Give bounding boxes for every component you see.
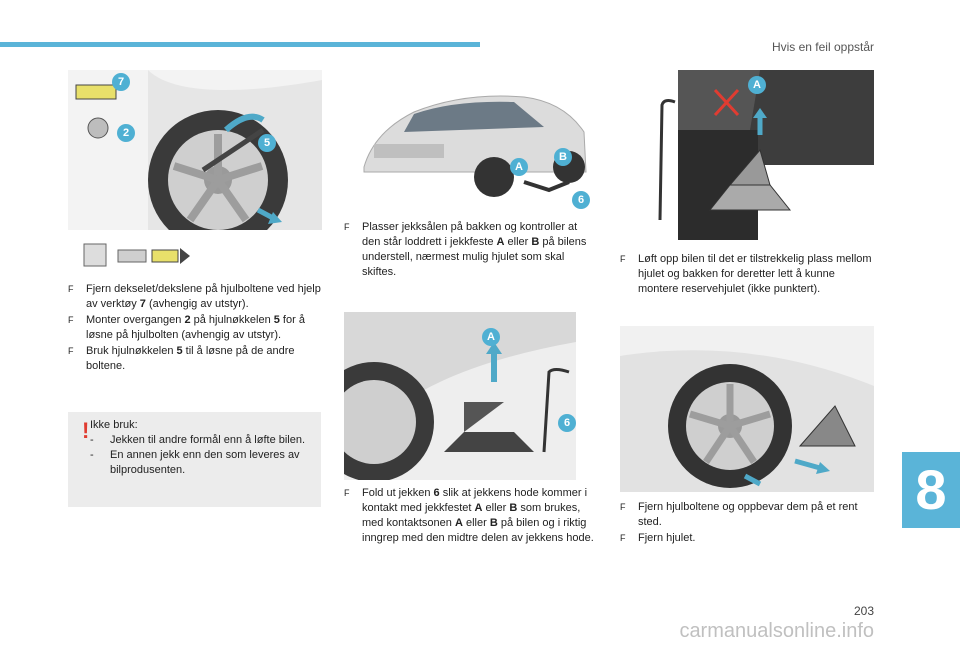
instruction-item: F Fjern dekselet/dekslene på hjulboltene… [68, 283, 321, 310]
figure-adapter-sequence [82, 240, 192, 272]
top-accent-bar [0, 42, 480, 47]
instruction-item: F Bruk hjulnøkkelen 5 til å løsne på de … [68, 345, 295, 372]
checkbox-marker: F [620, 254, 626, 264]
checkbox-marker: F [620, 502, 626, 512]
callout-A: A [748, 76, 766, 94]
callout-6: 6 [558, 414, 576, 432]
callout-7: 7 [112, 73, 130, 91]
chapter-tab: 8 [902, 452, 960, 528]
figure-wheel-bolt-cover: 7 2 5 [68, 70, 322, 230]
col2-instruction-1: F Plasser jekksålen på bakken og kontrol… [344, 221, 587, 278]
callout-5: 5 [258, 134, 276, 152]
instruction-item: F Monter overgangen 2 på hjulnøkkelen 5 … [68, 314, 305, 341]
warning-line: -En annen jekk enn den som leveres av bi… [90, 449, 300, 476]
col3-instruction-1: F Løft opp bilen til det er tilstrekkeli… [620, 253, 872, 295]
watermark: carmanualsonline.info [679, 620, 874, 642]
callout-A: A [482, 328, 500, 346]
col3-instruction-2: F Fjern hjulboltene og oppbevar dem på e… [620, 501, 858, 544]
page-number: 203 [853, 604, 874, 618]
figure-jack-unfold: A 6 [344, 312, 576, 480]
callout-B: B [554, 148, 572, 166]
callout-6: 6 [572, 191, 590, 209]
checkbox-marker: F [620, 533, 626, 543]
figure-car-jack-points: A B 6 [344, 72, 598, 212]
checkbox-marker: F [68, 284, 74, 294]
warning-line: -Jekken til andre formål enn å løfte bil… [90, 434, 306, 446]
checkbox-marker: F [344, 222, 350, 232]
col1-instructions: F Fjern dekselet/dekslene på hjulboltene… [68, 282, 322, 375]
checkbox-marker: F [68, 315, 74, 325]
warning-title: Ikke bruk: [90, 419, 138, 431]
figure-jack-lift: A [620, 70, 874, 240]
section-title: Hvis en feil oppstår [771, 40, 874, 54]
warning-icon: ! [82, 418, 90, 443]
callout-A: A [510, 158, 528, 176]
callout-2: 2 [117, 124, 135, 142]
warning-box: ! Ikke bruk: -Jekken til andre formål en… [68, 412, 321, 507]
figure-remove-wheel-bolts [620, 326, 874, 492]
col2-instruction-2: F Fold ut jekken 6 slik at jekkens hode … [344, 487, 594, 544]
checkbox-marker: F [344, 488, 350, 498]
checkbox-marker: F [68, 346, 74, 356]
